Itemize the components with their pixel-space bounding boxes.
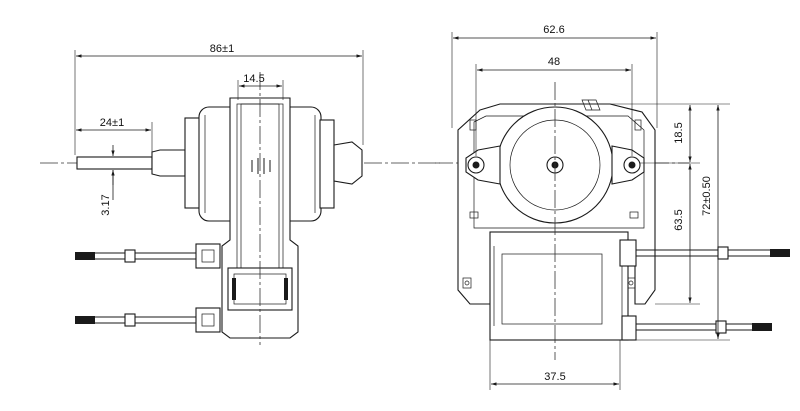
side-lead-wire-lower	[75, 313, 196, 327]
dim-coil-width: 37.5	[544, 371, 565, 383]
side-view: 86±1 14.5 24±1 3.17	[40, 43, 440, 345]
dim-center-to-bottom: 63.5	[673, 209, 685, 230]
dim-mount-hole-spacing: 48	[548, 56, 560, 68]
front-bearing-boss	[184, 117, 201, 209]
shaft	[76, 156, 153, 170]
dim-overall-length: 86±1	[210, 43, 234, 55]
front-terminal-upper	[619, 239, 637, 267]
front-lead-wire-lower	[636, 320, 772, 334]
terminal-block-upper	[195, 243, 221, 269]
dim-top-offset: 18.5	[673, 122, 685, 143]
front-terminal-lower	[621, 315, 637, 341]
shaft-collar	[151, 149, 186, 177]
front-view: 62.6 48 18.5 63.5 72±0.50 37.5	[435, 24, 790, 390]
rear-bearing-boss	[319, 119, 335, 209]
terminal-block-lower	[195, 307, 221, 333]
front-lead-wire-upper	[636, 246, 790, 260]
dim-overall-height: 72±0.50	[701, 176, 713, 216]
coil-box	[489, 231, 629, 341]
dim-bracket-width: 14.5	[243, 73, 264, 85]
side-lead-wire-upper	[75, 249, 196, 263]
dim-overall-width: 62.6	[543, 24, 564, 36]
dim-shaft-diameter: 3.17	[100, 194, 112, 215]
coil-window	[501, 253, 603, 325]
rear-cap	[333, 141, 363, 185]
dim-shaft-length: 24±1	[100, 117, 124, 129]
